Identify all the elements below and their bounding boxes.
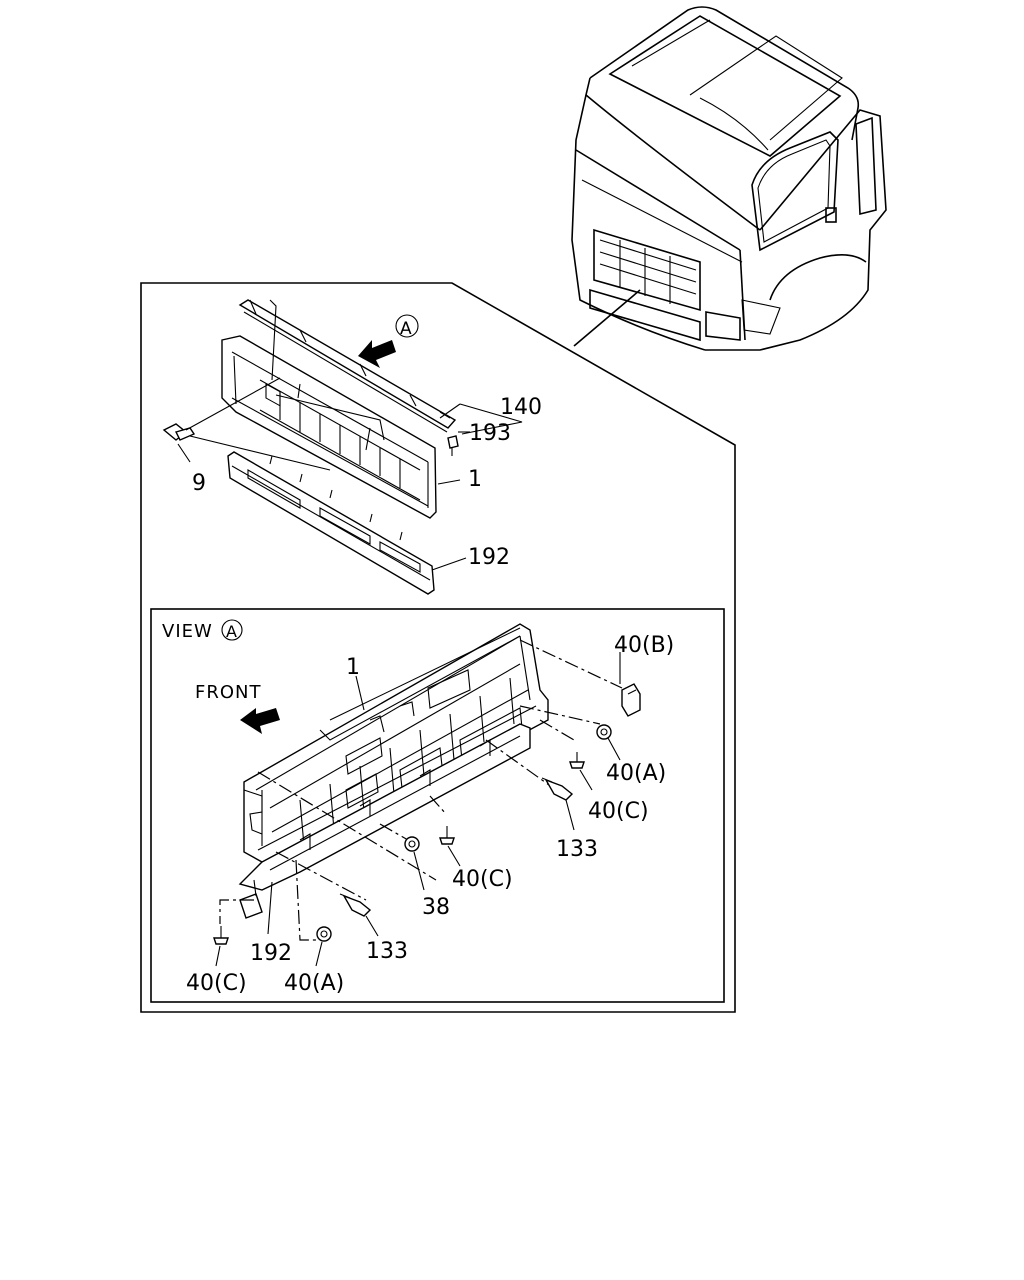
fastener-40a-right — [596, 724, 612, 740]
label-40a-bottom: 40(A) — [284, 971, 344, 996]
marker-circle-a — [395, 314, 419, 338]
label-133-bottom: 133 — [366, 939, 408, 964]
fastener-40b — [621, 683, 641, 717]
part-140-bar — [238, 299, 457, 433]
label-133-right: 133 — [556, 837, 598, 862]
view-a-detail: VIEW A FRONT — [162, 619, 674, 996]
fastener-133-bottom — [339, 893, 372, 917]
label-192-view: 192 — [250, 941, 292, 966]
fastener-40c-mid — [439, 826, 455, 845]
label-38: 38 — [422, 895, 450, 920]
front-label: FRONT — [195, 682, 262, 703]
fastener-40c-right — [569, 752, 585, 769]
label-1-top: 1 — [468, 467, 482, 492]
part-192-panel — [227, 451, 435, 595]
grille-rear-view — [243, 623, 549, 863]
truck-cab — [571, 6, 887, 351]
fastener-40a-bottom — [316, 926, 332, 942]
front-arrow-icon — [240, 708, 280, 734]
part-193-clip — [447, 435, 459, 456]
detail-frame — [140, 282, 736, 1013]
part-9-screw — [162, 377, 331, 471]
fastener-133-right — [541, 777, 574, 801]
view-marker-circle — [221, 619, 243, 641]
view-marker-label: A — [226, 622, 237, 641]
label-9: 9 — [192, 471, 206, 496]
label-40b: 40(B) — [614, 633, 674, 658]
part-1-grille — [221, 299, 437, 519]
label-40a-right: 40(A) — [606, 761, 666, 786]
panel-rear-view — [238, 723, 531, 919]
label-40c-mid: 40(C) — [452, 867, 513, 892]
view-a-frame — [150, 608, 725, 1003]
fastener-38 — [404, 836, 420, 852]
label-193: 193 — [469, 421, 511, 446]
view-title: VIEW — [162, 621, 213, 642]
label-140: 140 — [500, 395, 542, 420]
upper-exploded-view: A 140 193 9 1 192 — [162, 299, 542, 595]
arrow-marker-label: A — [400, 319, 412, 339]
fastener-40c-bottom — [213, 926, 229, 945]
label-40c-bottom: 40(C) — [186, 971, 247, 996]
label-40c-right: 40(C) — [588, 799, 649, 824]
label-1-view: 1 — [346, 655, 360, 680]
view-arrow-icon — [358, 340, 396, 368]
label-192-top: 192 — [468, 545, 510, 570]
